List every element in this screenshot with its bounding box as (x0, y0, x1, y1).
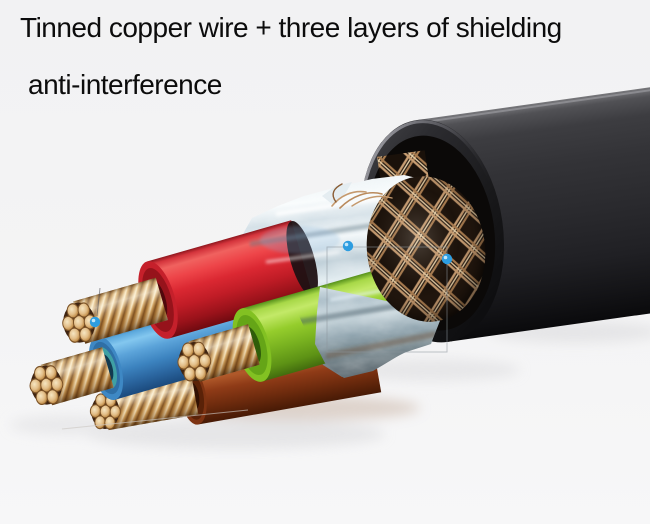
marker-dot-braid (441, 253, 453, 265)
stray-strand-hairline (61, 409, 249, 430)
marker-dot-copper (89, 316, 101, 328)
braid-shading (366, 176, 486, 322)
annotation-overlay (89, 240, 453, 353)
heading-line-1: Tinned copper wire + three layers of shi… (20, 12, 562, 43)
jacket-top-highlight (420, 83, 650, 124)
marker-stem (96, 287, 101, 317)
annotation-box (326, 246, 448, 353)
foil-crumple-tip (322, 182, 352, 204)
marker-dot-foil (342, 240, 354, 252)
foil-streaks (249, 189, 448, 359)
copper-strands-red (62, 277, 168, 344)
copper-strands-green (177, 324, 260, 382)
braided-shield (366, 176, 486, 322)
heading-line-2: anti-interference (28, 69, 222, 100)
braid-fray-wisps (322, 182, 393, 209)
copper-strands-blue (29, 347, 114, 406)
